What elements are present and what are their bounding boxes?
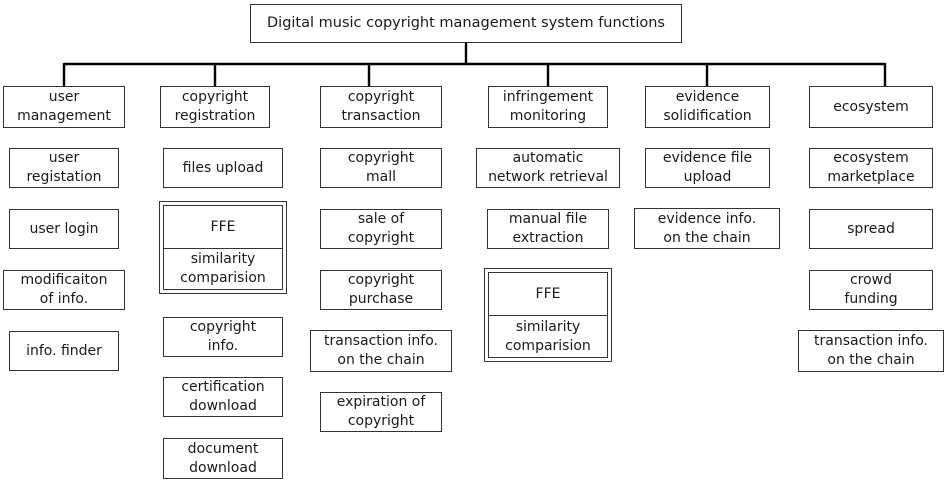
col6-item-3: crowd funding xyxy=(809,270,933,310)
col1-item-4: info. finder xyxy=(9,331,119,371)
col3-header: copyright transaction xyxy=(320,86,442,128)
col2-ffe-label: FFE xyxy=(164,206,282,249)
col3-item-3: copyright purchase xyxy=(320,270,442,310)
col6-header: ecosystem xyxy=(809,86,933,128)
col1-header: user management xyxy=(3,86,125,128)
col1-item-3: modificaiton of info. xyxy=(3,270,125,310)
col1-item-2: user login xyxy=(9,209,119,249)
col2-item-3: certification download xyxy=(163,377,283,417)
col3-item-5: expiration of copyright xyxy=(320,392,442,432)
root-node: Digital music copyright management syste… xyxy=(250,4,682,43)
col2-header: copyright registration xyxy=(160,86,270,128)
col6-item-4: transaction info. on the chain xyxy=(798,330,944,372)
col2-item-4: document download xyxy=(163,438,283,479)
col4-header: infringement monitoring xyxy=(488,86,608,128)
col3-item-1: copyright mall xyxy=(320,148,442,188)
col4-ffe-block: FFE similarity comparision xyxy=(484,268,612,362)
col5-item-2: evidence info. on the chain xyxy=(634,208,780,249)
col6-item-2: spread xyxy=(809,209,933,249)
col5-item-1: evidence file upload xyxy=(645,148,770,188)
col3-item-4: transaction info. on the chain xyxy=(310,330,452,372)
col6-item-1: ecosystem marketplace xyxy=(809,148,933,188)
col4-ffe-label: FFE xyxy=(489,273,607,316)
col4-item-1: automatic network retrieval xyxy=(476,148,620,188)
col2-ffe-similarity: similarity comparision xyxy=(180,251,266,286)
col1-item-1: user registation xyxy=(9,148,119,188)
col5-header: evidence solidification xyxy=(645,86,770,128)
col4-ffe-similarity: similarity comparision xyxy=(505,318,591,354)
col2-ffe-block: FFE similarity comparision xyxy=(159,201,287,294)
col4-item-2: manual file extraction xyxy=(487,209,609,249)
col2-item-2: copyright info. xyxy=(163,317,283,357)
col3-item-2: sale of copyright xyxy=(320,209,442,249)
col2-item-1: files upload xyxy=(163,148,283,188)
